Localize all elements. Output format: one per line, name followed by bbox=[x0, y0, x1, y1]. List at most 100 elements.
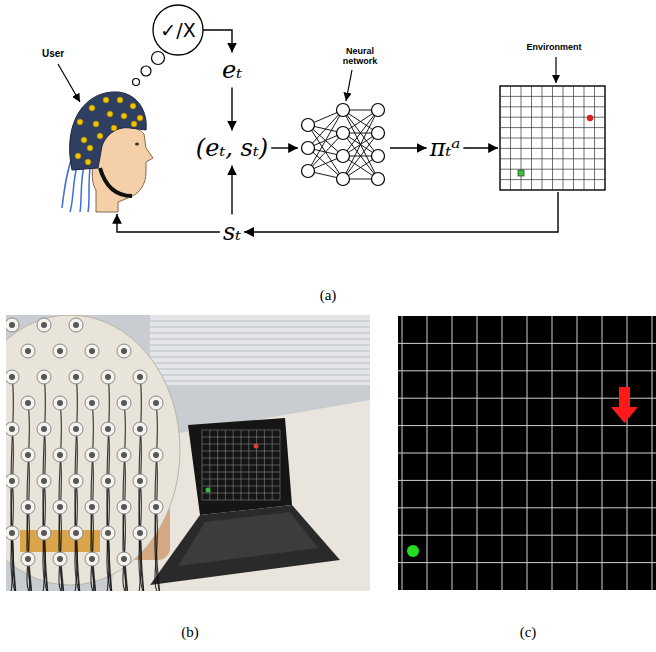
electrode-center bbox=[9, 478, 15, 484]
electrode bbox=[85, 448, 99, 462]
photo-panel bbox=[6, 315, 370, 591]
eye bbox=[135, 143, 139, 146]
electrode-dot bbox=[81, 137, 87, 143]
grid-line bbox=[202, 500, 280, 501]
electrode-center bbox=[41, 426, 47, 432]
electrode-center bbox=[137, 374, 143, 380]
electrode-center bbox=[41, 530, 47, 536]
neural-network-figure bbox=[302, 104, 385, 186]
electrode-center bbox=[57, 504, 63, 510]
grid-frame bbox=[500, 86, 605, 190]
environment-node: Environment bbox=[498, 40, 610, 192]
grid-line bbox=[500, 158, 605, 159]
electrode-dot bbox=[97, 133, 103, 139]
electrode-dot bbox=[117, 97, 123, 103]
electrode-ring bbox=[117, 344, 131, 358]
blind-slat bbox=[150, 369, 370, 370]
electrode bbox=[101, 474, 115, 488]
electrode-center bbox=[9, 530, 15, 536]
panel-label: (a) bbox=[320, 287, 337, 304]
electrode-center bbox=[105, 374, 111, 380]
user-node: User bbox=[38, 46, 146, 214]
face bbox=[92, 126, 153, 212]
electrode-dot bbox=[137, 115, 143, 121]
agent-dot bbox=[407, 545, 419, 557]
electrode bbox=[133, 474, 147, 488]
electrode-center bbox=[153, 452, 159, 458]
neuron bbox=[337, 150, 350, 163]
blind-slat bbox=[150, 357, 370, 358]
connector-arrow bbox=[231, 165, 232, 214]
electrode bbox=[37, 474, 51, 488]
electrode-ring bbox=[53, 552, 67, 566]
grid-line bbox=[398, 343, 656, 344]
grid-line bbox=[500, 179, 605, 180]
electrode-center bbox=[121, 452, 127, 458]
electrode-ring bbox=[85, 344, 99, 358]
electrode-center bbox=[57, 556, 63, 562]
screenshot-panel bbox=[398, 316, 656, 590]
math-symbol: sₜ bbox=[223, 218, 241, 247]
electrode-dot bbox=[103, 97, 109, 103]
electrode bbox=[133, 370, 147, 384]
eeg-wire bbox=[139, 533, 144, 591]
screen-target bbox=[254, 444, 259, 449]
policy-label: πₜᵃ bbox=[427, 131, 464, 166]
electrode-ring bbox=[117, 500, 131, 514]
user-head bbox=[62, 92, 153, 212]
electrode-ring bbox=[37, 370, 51, 384]
blind-lines bbox=[150, 321, 370, 381]
electrode-group bbox=[6, 318, 163, 566]
grid-line bbox=[500, 138, 605, 139]
grid-line bbox=[398, 507, 656, 508]
grid-line bbox=[398, 562, 656, 563]
electrode bbox=[117, 344, 131, 358]
electrode-center bbox=[57, 452, 63, 458]
electrode-center bbox=[89, 348, 95, 354]
electrode-center bbox=[25, 348, 31, 354]
wire-group bbox=[11, 377, 160, 591]
electrode bbox=[117, 552, 131, 566]
panel-label: (c) bbox=[520, 624, 537, 641]
electrode-center bbox=[73, 374, 79, 380]
electrode-ring bbox=[21, 500, 35, 514]
electrode-ring bbox=[133, 370, 147, 384]
electrode-center bbox=[105, 426, 111, 432]
eeg-wire bbox=[88, 168, 90, 212]
electrode-center bbox=[9, 426, 15, 432]
electrode-ring bbox=[37, 474, 51, 488]
electrode bbox=[6, 422, 19, 436]
eeg-wire bbox=[11, 533, 16, 591]
electrode-dot bbox=[75, 153, 81, 159]
electrode bbox=[85, 500, 99, 514]
blind-slat bbox=[150, 345, 370, 346]
electrode-center bbox=[89, 452, 95, 458]
electrode-center bbox=[89, 504, 95, 510]
grid-lines bbox=[500, 86, 605, 190]
electrode-center bbox=[9, 374, 15, 380]
electrode-center bbox=[105, 530, 111, 536]
electrode-ring bbox=[53, 396, 67, 410]
electrode bbox=[149, 396, 163, 410]
electrode bbox=[85, 552, 99, 566]
network-link bbox=[343, 110, 378, 179]
electrode bbox=[21, 396, 35, 410]
electrode bbox=[37, 318, 51, 332]
electrode-center bbox=[25, 400, 31, 406]
electrode-dot bbox=[85, 159, 91, 165]
electrode bbox=[149, 448, 163, 462]
electrode-dot bbox=[107, 111, 113, 117]
electrode-center bbox=[41, 374, 47, 380]
electrode bbox=[69, 422, 83, 436]
screen-grid bbox=[202, 430, 280, 500]
electrode bbox=[69, 318, 83, 332]
electrode-dot bbox=[77, 119, 83, 125]
grid-line bbox=[563, 86, 564, 190]
electrode-ring bbox=[101, 526, 115, 540]
laptop-screen bbox=[188, 418, 292, 515]
connector-arrow bbox=[117, 214, 220, 232]
signal-label: eₜ bbox=[219, 53, 245, 88]
neuron bbox=[337, 104, 350, 117]
